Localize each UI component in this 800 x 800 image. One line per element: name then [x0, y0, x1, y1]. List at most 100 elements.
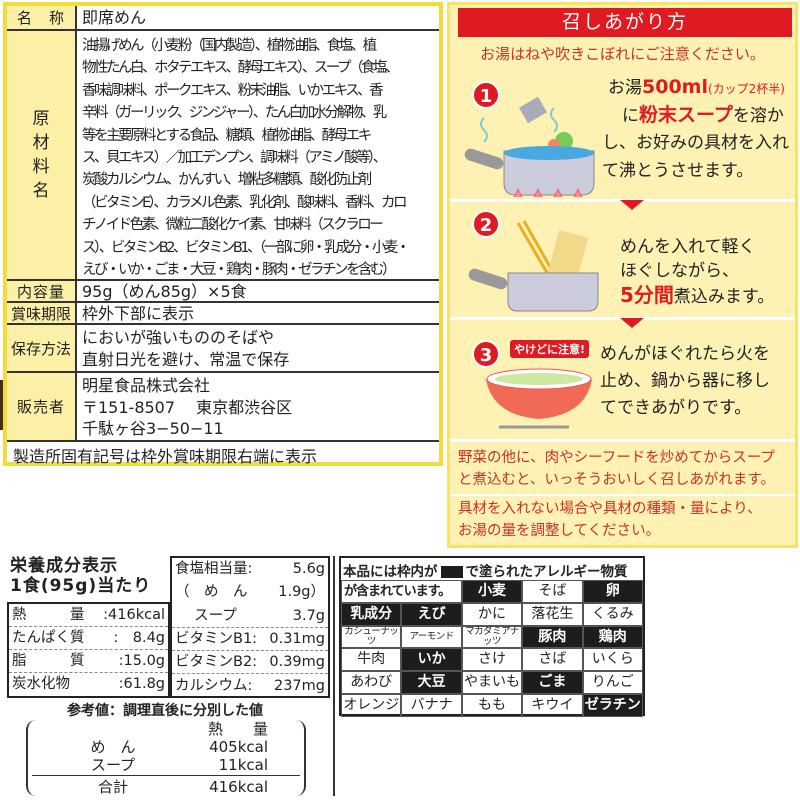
allergen-cell: アーモンド [401, 625, 462, 649]
nutrition-row: ビタミンB1: 0.31mg [172, 628, 328, 652]
nutrient-value: 3.7g [292, 607, 325, 624]
name-value: 即席めん [82, 8, 147, 27]
ingredients-label: 原 材 料 名 [7, 31, 77, 279]
pot-noodles-illustration-icon [468, 220, 599, 312]
nutrient-value: 237mg [273, 677, 325, 694]
nutrient-name: ビタミンB1: [175, 630, 258, 647]
ref-header: 熱 量 [207, 720, 268, 738]
allergen-cell: やまいも [461, 671, 523, 694]
ref-value: 405kcal [209, 738, 268, 756]
allergen-cell: 大豆 [401, 671, 462, 694]
nutrient-value: :416kcal [103, 607, 165, 623]
nutrition-row: 食塩相当量: 5.6g [172, 558, 328, 581]
allergen-cell: 乳成分 [341, 602, 402, 626]
step-text: し、お好みの具材を入れ [602, 133, 789, 153]
step-text: に [622, 106, 639, 126]
row-storage: 保存方法 においが強いもののそばや 直射日光を避け、常温で保存 [7, 325, 439, 373]
serving-size: 1食(95g)当たり [10, 576, 152, 596]
storage-line: においが強いもののそばや [82, 328, 275, 347]
allergen-cell: そば [522, 580, 583, 603]
step-number: 1 [472, 81, 500, 109]
allergen-cell: さば [522, 648, 583, 672]
arrow-down-icon [620, 318, 644, 328]
ref-key: スープ [90, 756, 136, 774]
step-text: てできあがりです。 [600, 398, 752, 418]
ingredient-line: 辛料（ガーリック、ジンジャー）、たん白加水分解物、乳 [82, 105, 387, 122]
nutrition-row: ビタミンB2: 0.39mg [172, 651, 328, 675]
divider [333, 556, 335, 796]
step-number: 2 [472, 210, 500, 238]
allergen-cell: カシューナッツ [341, 625, 402, 649]
allergen-cell: くるみ [582, 602, 643, 626]
step-text: 煮込みます。 [673, 287, 775, 307]
tip-1: 野菜の他に、肉やシーフードを炒めてからスープと煮込むと、いっそうおいしく召しあが… [458, 447, 791, 491]
tip-line: 具材を入れない場合や具材の種類・量により、 [458, 501, 762, 517]
nutrient-name: 食塩相当量: [175, 561, 253, 577]
water-amount: 500ml [642, 76, 708, 98]
step-text: めんを入れて軽く [620, 237, 756, 257]
seller-line: 〒151-8507 東京都渋谷区 [82, 397, 293, 417]
allergen-cell: あわび [341, 671, 402, 694]
tip-line: お湯の量を調整してください。 [458, 523, 661, 539]
label-char: 材 [32, 133, 50, 153]
nutrient-value: 0.31mg [269, 630, 325, 647]
ingredient-line: （ビタミンE）、カラメル色素、乳化剤、酸味料、香料、カロ [82, 194, 407, 211]
nutrient-name: 炭水化物 [12, 676, 70, 692]
step-text: 止め、鍋から器に移し [600, 371, 770, 391]
nutrient-name: （ め ん [175, 584, 248, 601]
allergen-cell: 落花生 [522, 602, 583, 626]
allergen-cell: 鶏肉 [582, 625, 643, 649]
ingredient-line: ス、貝エキス）／加工デンプン、調味料（アミノ酸等）、 [82, 150, 387, 167]
allergen-note: 本品には枠内が [343, 564, 438, 580]
instructions-panel: 召しあがり方 お湯はねや吹きこぼれにご注意ください。 1 お湯500ml(カップ… [447, 2, 798, 548]
storage-label: 保存方法 [7, 325, 77, 371]
product-label-table: 名 称 即席めん 原 材 料 名 油揚げめん（小麦粉（国内製造）、植物油脂、食塩… [3, 2, 443, 466]
allergen-cell: もも [461, 693, 523, 717]
row-content: 内容量 95g（めん85g）×5食 [7, 281, 439, 303]
storage-line: 直射日光を避け、常温で保存 [82, 349, 290, 369]
allergen-cell: 卵 [582, 580, 643, 603]
row-seller: 販売者 明星食品株式会社 〒151-8507 東京都渋谷区 千駄ヶ谷3−50−1… [7, 373, 439, 442]
nutrient-value: 0.39mg [269, 654, 325, 671]
allergen-cell: キウイ [522, 693, 583, 717]
nutrient-value: :15.0g [118, 653, 165, 669]
ingredient-line: 等を主要原料とする食品、糖類、植物油脂、酵母エキ [82, 127, 372, 144]
ingredient-line: 炭酸カルシウム、かんすい、増粘多糖類、酸化防止剤 [82, 172, 372, 189]
ingredient-line: 物性たん白、ホタテエキス、酵母エキス）、スープ（食塩、 [82, 60, 400, 77]
nutrition-row: 熱 量 :416kcal [9, 604, 168, 627]
allergen-cell: 小麦 [461, 580, 523, 603]
allergen-cell: 豚肉 [522, 625, 583, 649]
nutrition-row: 脂 質 :15.0g [9, 650, 168, 673]
row-ingredients: 原 材 料 名 油揚げめん（小麦粉（国内製造）、植物油脂、食塩、植物性たん白、ホ… [7, 31, 439, 281]
instructions-title: 召しあがり方 [458, 8, 792, 37]
nutrient-name: 脂 質 [12, 653, 85, 669]
tip-line: 野菜の他に、肉やシーフードを炒めてからスープ [458, 450, 775, 466]
ingredient-line: 香味調味料、ポークエキス、粉末油脂、いかエキス、香 [82, 82, 384, 99]
nutrient-value: : 8.4g [113, 630, 165, 646]
ref-key: 合計 [97, 778, 128, 796]
nutrition-row: カルシウム:237mg [172, 675, 328, 698]
seller-line: 千駄ヶ谷3−50−11 [82, 419, 224, 438]
allergen-cell: マカダミアナッツ [461, 625, 523, 649]
step-text: を溶か [732, 106, 784, 126]
allergen-cell: 牛肉 [341, 648, 402, 672]
nutrition-heading: 栄養成分表示 [10, 556, 118, 576]
nutrient-name: ビタミンB2: [175, 654, 258, 671]
seller-label: 販売者 [7, 373, 77, 440]
step-3: 3 やけどに注意! めんがほぐれたら火を 止め、鍋から器に移し てできあがりです… [450, 340, 795, 440]
nutrient-name: 熱 量 [12, 607, 85, 623]
expiry-label: 賞味期限 [7, 303, 77, 323]
burn-caution-badge: やけどに注意! [510, 340, 590, 358]
black-swatch [440, 566, 463, 578]
ingredients-value: 油揚げめん（小麦粉（国内製造）、植物油脂、食塩、植物性たん白、ホタテエキス、酵母… [82, 35, 437, 281]
nutrient-value: 5.6g [292, 561, 325, 577]
ref-key: め ん [90, 738, 136, 756]
footnote: 製造所固有記号は枠外賞味期限右端に表示 [13, 447, 318, 466]
package-edge [0, 380, 4, 430]
allergen-cell: いくら [582, 648, 643, 672]
ingredient-line: えび・いか・ごま・大豆・鶏肉・豚肉・ゼラチンを含む） [82, 262, 397, 279]
step-2: 2 めんを入れて軽く ほぐしながら、 5分間煮込みます。 [450, 208, 795, 316]
